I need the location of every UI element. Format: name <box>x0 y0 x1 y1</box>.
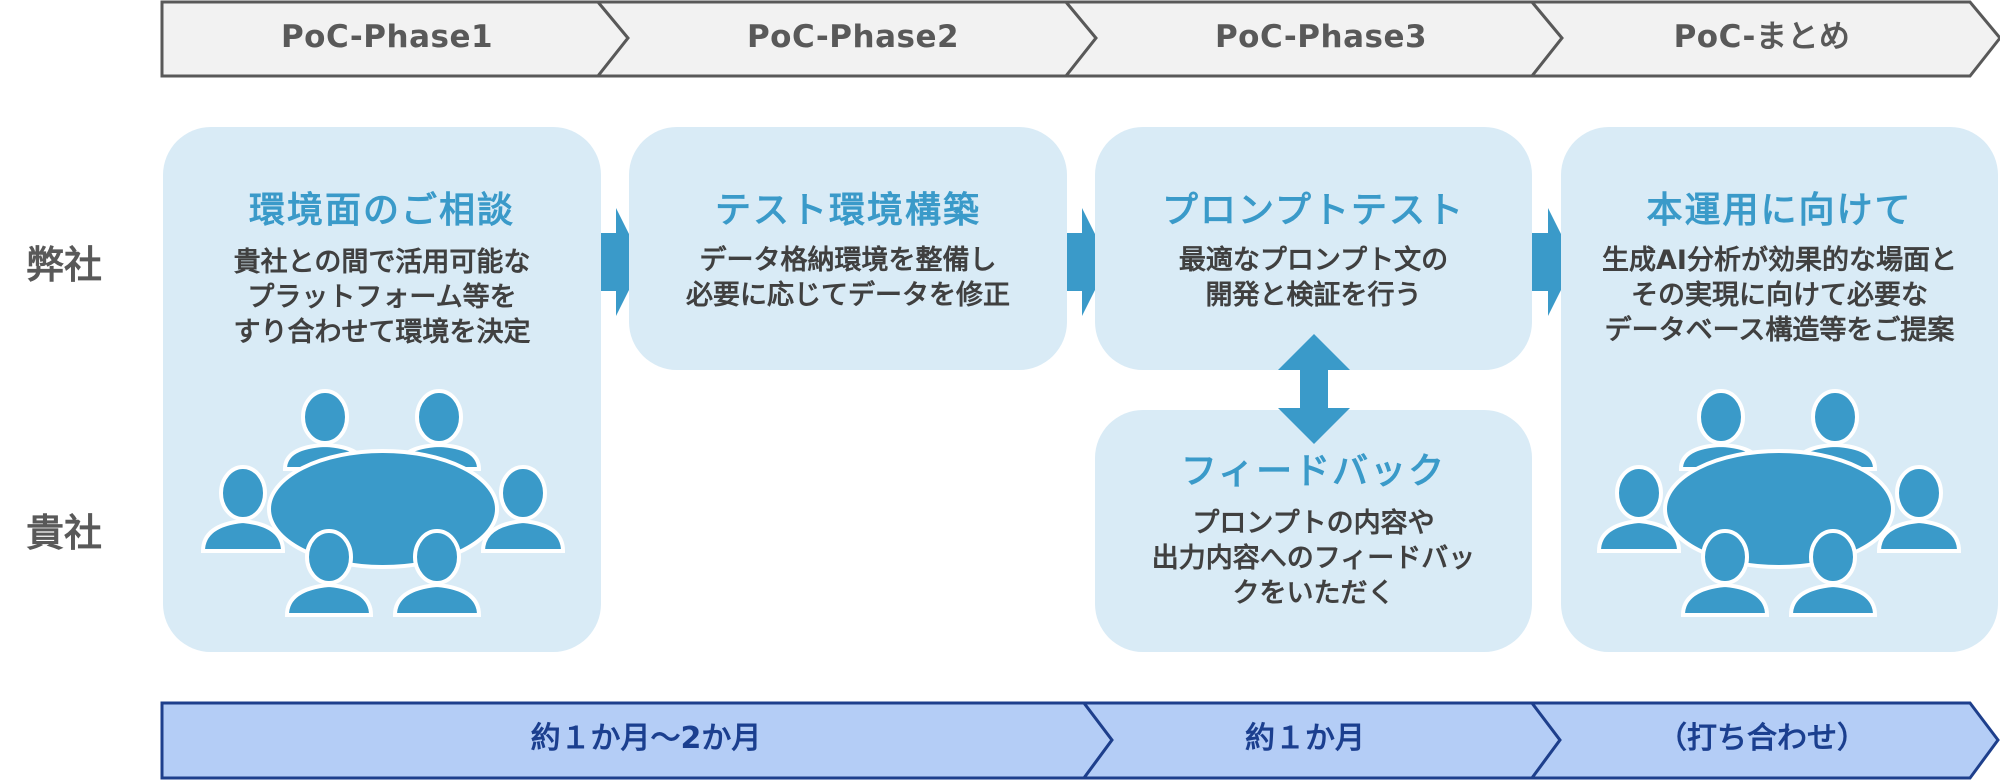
phase-chevron-4 <box>1528 0 2000 78</box>
card-title: プロンプトテスト <box>1162 190 1465 231</box>
card-title: 環境面のご相談 <box>248 190 515 231</box>
timeline-chevron-3 <box>1528 701 2000 780</box>
row-label-yours: 貴社 <box>26 511 103 555</box>
meeting-table-icon <box>201 389 565 617</box>
card-description: 最適なプロンプト文の 開発と検証を行う <box>1178 245 1449 311</box>
double-arrow-vertical-icon <box>1278 334 1350 444</box>
phase-chevron-bar <box>160 0 2000 78</box>
card-production: 本運用に向けて 生成AI分析が効果的な場面と その実現に向けて必要な データベー… <box>1561 127 1998 652</box>
meeting-table-icon <box>1597 389 1961 617</box>
timeline-label-2: 約１か月 <box>1245 721 1365 756</box>
timeline-label-3: （打ち合わせ） <box>1657 721 1867 756</box>
phase-label-4: PoC-まとめ <box>1673 19 1851 55</box>
card-title: テスト環境構築 <box>714 190 981 231</box>
arrow-right-icon <box>1518 208 1575 316</box>
card-description: 貴社との間で活用可能な プラットフォーム等を すり合わせて環境を決定 <box>233 247 531 348</box>
row-label-ours: 弊社 <box>26 243 103 287</box>
card-feedback: フィードバック プロンプトの内容や 出力内容へのフィードバッ クをいただく <box>1095 410 1532 652</box>
phase-label-3: PoC-Phase3 <box>1214 19 1428 55</box>
card-description: プロンプトの内容や 出力内容へのフィードバッ クをいただく <box>1151 508 1476 609</box>
card-title: 本運用に向けて <box>1646 190 1913 231</box>
card-test-environment: テスト環境構築 データ格納環境を整備し 必要に応じてデータを修正 <box>629 127 1067 370</box>
card-prompt-test: プロンプトテスト 最適なプロンプト文の 開発と検証を行う <box>1095 127 1532 370</box>
phase-label-2: PoC-Phase2 <box>746 19 960 55</box>
card-description: 生成AI分析が効果的な場面と その実現に向けて必要な データベース構造等をご提案 <box>1602 245 1957 346</box>
timeline-label-1: 約１か月〜2か月 <box>530 721 762 756</box>
card-consultation: 環境面のご相談 貴社との間で活用可能な プラットフォーム等を すり合わせて環境を… <box>163 127 601 652</box>
card-title: フィードバック <box>1180 451 1447 492</box>
phase-label-1: PoC-Phase1 <box>280 19 494 55</box>
card-description: データ格納環境を整備し 必要に応じてデータを修正 <box>686 245 1010 311</box>
